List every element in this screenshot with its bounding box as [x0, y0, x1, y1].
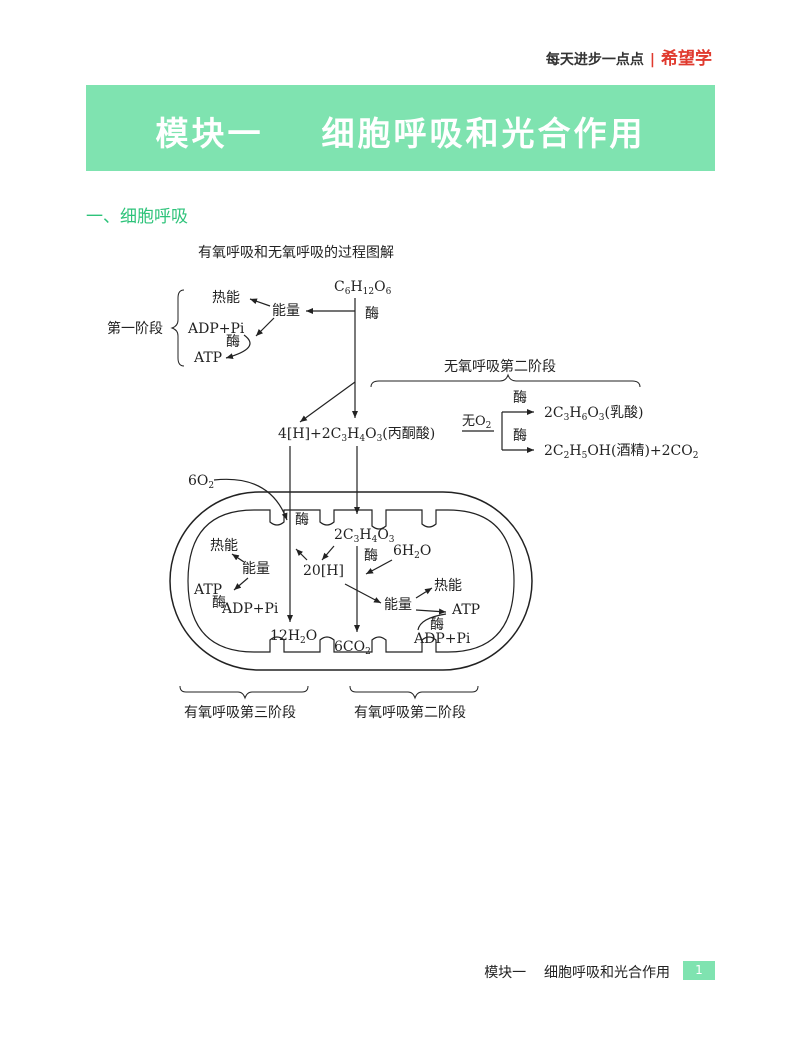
- module-banner: 模块一 细胞呼吸和光合作用: [86, 85, 715, 171]
- lactic-acid-label: 2C3H6O3(乳酸): [544, 405, 643, 423]
- mito-enzyme-atp-left: 酶: [212, 595, 226, 611]
- energy-heat-arrow: [249, 298, 271, 307]
- energy-left-atp-arrow: [233, 577, 249, 591]
- mito-enzyme-atp-right: 酶: [430, 617, 444, 633]
- water-out-label: 12H2O: [270, 628, 317, 646]
- stage1-enzyme-atp-label: 酶: [226, 334, 240, 350]
- glucose-hydrogen-arrow: [299, 381, 356, 423]
- alcohol-label: 2C2H5OH(酒精)+2CO2: [544, 443, 698, 461]
- adp-atp-curve: [225, 334, 251, 360]
- water-in-arrow: [365, 559, 393, 575]
- mitochondrion-outer-membrane: [169, 491, 533, 671]
- hydrogen-energy-arrow: [295, 548, 308, 561]
- anaerobic-brace-label: 无氧呼吸第二阶段: [444, 358, 556, 375]
- stage1-products-label: 4[H]+2C3H4O3(丙酮酸): [278, 426, 435, 444]
- respiration-diagram: 有氧呼吸和无氧呼吸的过程图解 C6H12O6 酶 能量 热能 ADP+Pi 酶 …: [107, 245, 698, 721]
- anaerobic-enzyme-bottom: 酶: [513, 428, 527, 444]
- anaerobic-brace: [370, 373, 641, 388]
- mitochondrion-inner-membrane: [187, 509, 515, 653]
- stage1-brace-label: 第一阶段: [107, 320, 163, 337]
- mito-atp-left: ATP: [193, 582, 222, 598]
- header-slogan: 每天进步一点点 | 希望学: [546, 44, 712, 69]
- stage1-atp-label: ATP: [193, 350, 222, 366]
- water-in-label: 6H2O: [393, 543, 431, 561]
- mito-enzyme-mid: 酶: [364, 548, 378, 564]
- mito-energy-right: 能量: [384, 597, 412, 613]
- footer-module-title: 模块一 细胞呼吸和光合作用: [484, 965, 670, 981]
- stage3-brace: [179, 685, 309, 700]
- diagram-title: 有氧呼吸和无氧呼吸的过程图解: [198, 245, 394, 261]
- mito-energy-left: 能量: [242, 561, 270, 577]
- mito-heat-right: 热能: [434, 578, 462, 594]
- no-oxygen-label: 无O2: [462, 414, 491, 431]
- brand-logo: 希望学: [661, 49, 712, 69]
- stage1-energy-label: 能量: [272, 303, 300, 319]
- anaerobic-enzyme-top: 酶: [513, 390, 527, 406]
- oxygen-arrow: [213, 478, 288, 521]
- energy-right-heat-arrow: [415, 587, 433, 599]
- co2-energy-arrow: [344, 583, 382, 604]
- mito-adp-pi-right: ADP+Pi: [413, 631, 471, 647]
- mito-atp-right: ATP: [451, 602, 480, 618]
- stage1-adp-pi-label: ADP+Pi: [187, 321, 245, 337]
- energy-right-atp-arrow: [415, 608, 447, 615]
- module-title: 模块一 细胞呼吸和光合作用: [155, 114, 646, 153]
- energy-left-heat-arrow: [231, 553, 245, 563]
- stage1-enzyme-label: 酶: [365, 306, 379, 322]
- slogan-text: 每天进步一点点: [545, 52, 644, 68]
- mito-pyruvate-label: 2C3H4O3: [334, 527, 395, 545]
- mito-hydrogen-label: 20[H]: [303, 563, 344, 579]
- stage2-brace-label: 有氧呼吸第二阶段: [354, 704, 466, 721]
- page-number: 1: [683, 961, 715, 980]
- mito-enzyme-left: 酶: [295, 512, 309, 528]
- stage2-brace: [349, 685, 479, 700]
- stage1-heat-label: 热能: [212, 290, 240, 306]
- co2-label: 6CO2: [334, 639, 371, 657]
- slogan-separator: |: [649, 52, 655, 68]
- mito-heat-left: 热能: [210, 538, 238, 554]
- oxygen-label: 6O2: [188, 473, 214, 491]
- energy-atp-arrow: [255, 317, 275, 337]
- mito-adp-pi-left: ADP+Pi: [221, 601, 279, 617]
- adp-atp-right-curve: [417, 613, 447, 631]
- pyruvate-hydrogen-arrow: [321, 545, 335, 561]
- stage3-brace-label: 有氧呼吸第三阶段: [184, 704, 296, 721]
- section-heading: 一、细胞呼吸: [86, 207, 188, 227]
- stage1-brace: [170, 289, 185, 367]
- glucose-label: C6H12O6: [334, 279, 392, 297]
